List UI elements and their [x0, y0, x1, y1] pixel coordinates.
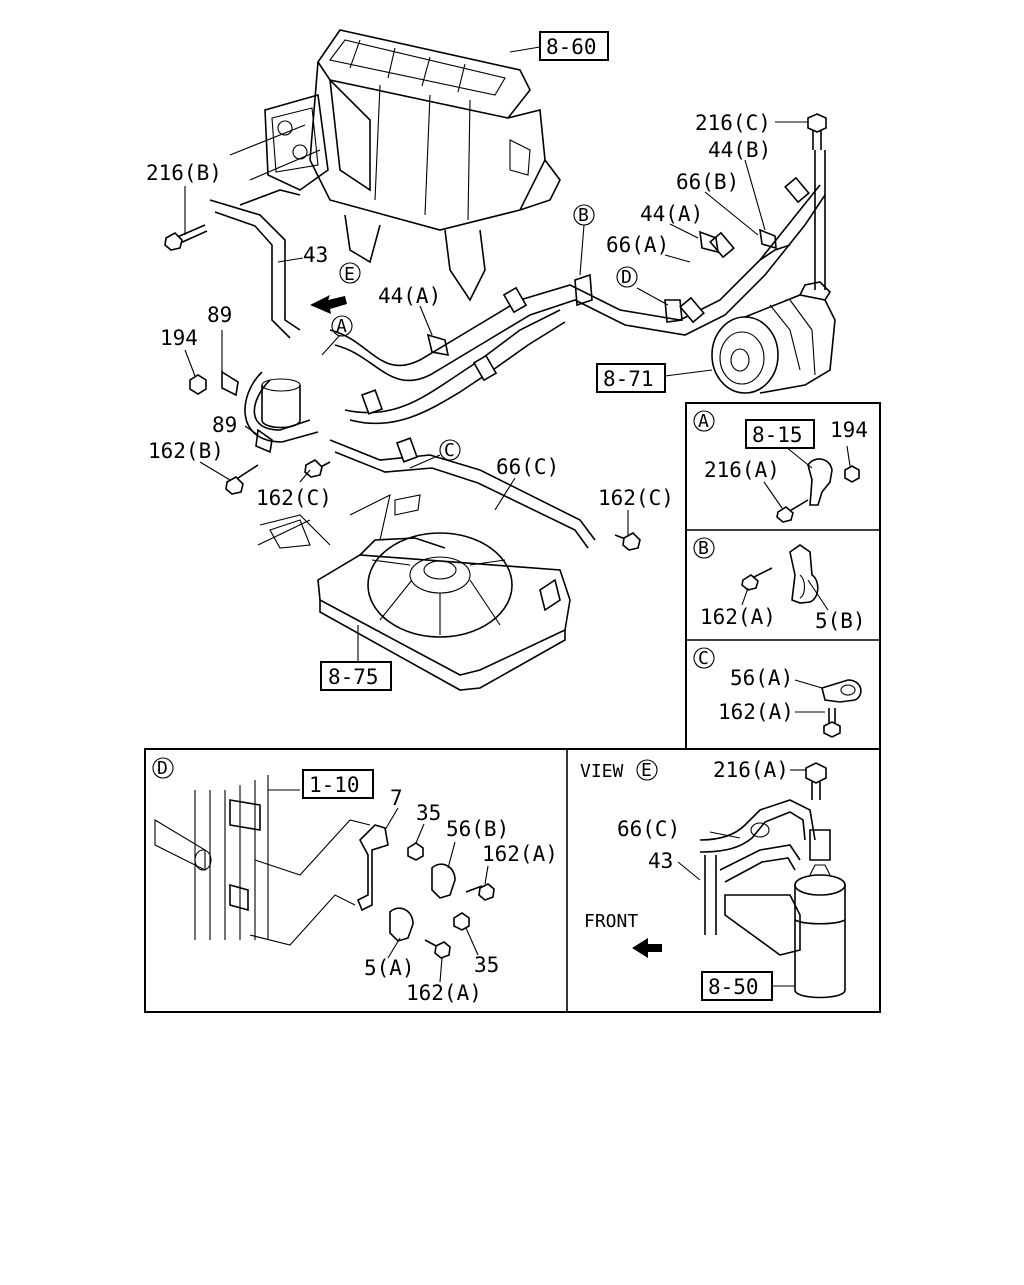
callout-43: 43 [303, 243, 328, 267]
callout-66c: 66(C) [496, 455, 559, 479]
detail-a-part-216a: 216(A) [704, 458, 780, 482]
detail-b-part-5b: 5(B) [815, 609, 866, 633]
detail-panels-abc [685, 402, 881, 750]
callout-162b: 162(B) [148, 439, 224, 463]
detail-a-part-194: 194 [830, 418, 868, 442]
detail-c-part-56a: 56(A) [730, 666, 793, 690]
view-e-front-label: FRONT [584, 911, 638, 932]
detail-c-part-162a: 162(A) [718, 700, 794, 724]
callout-a-circle: A [336, 316, 347, 337]
callout-66a: 66(A) [606, 233, 669, 257]
heater-unit-illustration [229, 29, 561, 302]
compressor-illustration [711, 281, 836, 394]
front-arrow-icon [632, 938, 662, 958]
detail-d-part-162a-right: 162(A) [482, 842, 558, 866]
callout-66b: 66(B) [676, 170, 739, 194]
view-e-tag: E [641, 760, 652, 781]
detail-d-part-56b: 56(B) [446, 817, 509, 841]
ref-8-60: 8-60 [546, 35, 597, 59]
detail-d-tag: D [157, 758, 168, 779]
callout-44a-right: 44(A) [640, 202, 703, 226]
detail-b-part-162a: 162(A) [700, 605, 776, 629]
detail-d-part-7: 7 [390, 786, 403, 810]
bolt-icon [304, 459, 331, 478]
callout-216b: 216(B) [146, 161, 222, 185]
detail-a-panel: A 8-15 194 216(A) [693, 410, 868, 523]
detail-b-tag: B [698, 538, 709, 559]
direction-arrow-icon [310, 295, 347, 314]
detail-d-part-5a: 5(A) [364, 956, 415, 980]
callout-44a-left: 44(A) [378, 284, 441, 308]
detail-d-part-35-bottom: 35 [474, 953, 499, 977]
detail-b-panel: B 162(A) 5(B) [693, 537, 866, 633]
view-e-part-43: 43 [648, 849, 673, 873]
ref-8-75: 8-75 [328, 665, 379, 689]
detail-c-tag: C [698, 648, 709, 669]
ref-8-71: 8-71 [603, 367, 654, 391]
bolt-icon [225, 464, 259, 495]
leader-lines [184, 46, 808, 662]
callout-162c-right: 162(C) [598, 486, 674, 510]
detail-a-tag: A [698, 411, 709, 432]
callout-89-bottom: 89 [212, 413, 237, 437]
refrigerant-lines [209, 150, 826, 549]
bolt-icon [807, 113, 827, 150]
hose-couplings [360, 176, 810, 463]
detail-d-panel: D 1-10 7 35 56(B) 162(A) 35 5(A) 162(A) [152, 757, 558, 1005]
detail-c-panel: C 56(A) 162(A) [693, 647, 862, 738]
detail-a-ref: 8-15 [752, 423, 803, 447]
view-e-title: VIEW [580, 761, 624, 782]
nut-icon [189, 374, 207, 395]
bottom-panels [144, 748, 881, 1013]
callout-194: 194 [160, 326, 198, 350]
detail-d-ref: 1-10 [309, 773, 360, 797]
callout-216c: 216(C) [695, 111, 771, 135]
callout-b-circle: B [578, 205, 589, 226]
condenser-illustration [257, 493, 571, 691]
callout-162c-left: 162(C) [256, 486, 332, 510]
view-e-part-216a: 216(A) [713, 758, 789, 782]
callout-d-circle: D [621, 267, 632, 288]
detail-d-part-35-top: 35 [416, 801, 441, 825]
fasteners [164, 113, 827, 551]
callout-c-circle: C [444, 440, 455, 461]
main-view-labels: 8-60 216(B) 43 E 44(A) 89 194 A 89 162(B… [146, 31, 771, 691]
callout-44b: 44(B) [708, 138, 771, 162]
view-e-part-66c: 66(C) [617, 817, 680, 841]
view-e-ref-8-50: 8-50 [708, 975, 759, 999]
bolt-icon [614, 532, 641, 551]
bolt-icon [164, 224, 208, 251]
detail-d-part-162a-bottom: 162(A) [406, 981, 482, 1005]
callout-e-circle: E [344, 264, 355, 285]
callout-89-top: 89 [207, 303, 232, 327]
view-e-panel: VIEW E 216(A) 66(C) 43 FRONT 8-50 [580, 758, 846, 1001]
